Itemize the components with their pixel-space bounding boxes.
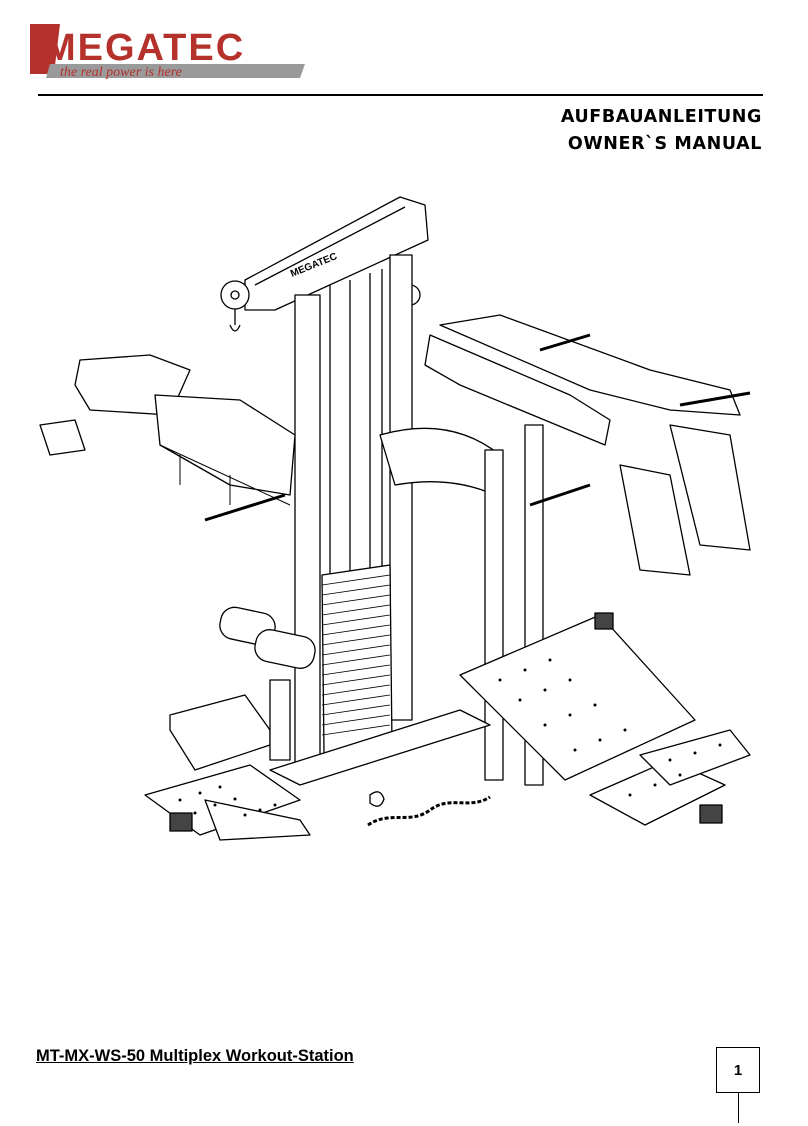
logo-slogan: the real power is here <box>60 65 182 80</box>
gym-station-drawing: MEGATEC <box>39 196 751 841</box>
snap-hook <box>369 791 385 807</box>
top-crossbar <box>244 196 429 311</box>
title-block: AUFBAUANLEITUNG OWNER`S MANUAL <box>561 104 762 158</box>
top-crossbar-detail <box>254 206 406 286</box>
page-number: 1 <box>733 1061 743 1079</box>
right-footplate <box>459 612 751 826</box>
cable-chain <box>367 795 491 827</box>
main-upright-right <box>389 254 413 721</box>
title-english: OWNER`S MANUAL <box>567 134 762 154</box>
logo-wordmark: MEGATEC <box>44 27 245 69</box>
logo-swoosh-left <box>30 24 60 74</box>
brand-logo: MEGATEC the real power is here <box>30 24 305 80</box>
diamond-plate-texture <box>178 658 722 817</box>
base-frame <box>269 709 491 786</box>
left-footplate <box>144 764 311 841</box>
product-title: MT-MX-WS-50 Multiplex Workout-Station <box>36 1047 354 1065</box>
page-number-box: 1 <box>716 1047 760 1093</box>
header-rule <box>38 94 763 96</box>
main-upright-left <box>294 294 321 766</box>
top-pulley-hub <box>230 290 240 300</box>
title-german: AUFBAUANLEITUNG <box>560 107 762 127</box>
logo-slogan-band <box>46 64 305 78</box>
flat-bench <box>39 354 296 522</box>
top-hook <box>229 309 241 332</box>
weight-stack <box>321 564 393 754</box>
page-number-tick <box>738 1093 739 1123</box>
leg-extension-unit <box>169 606 316 771</box>
top-pulley <box>220 280 250 310</box>
